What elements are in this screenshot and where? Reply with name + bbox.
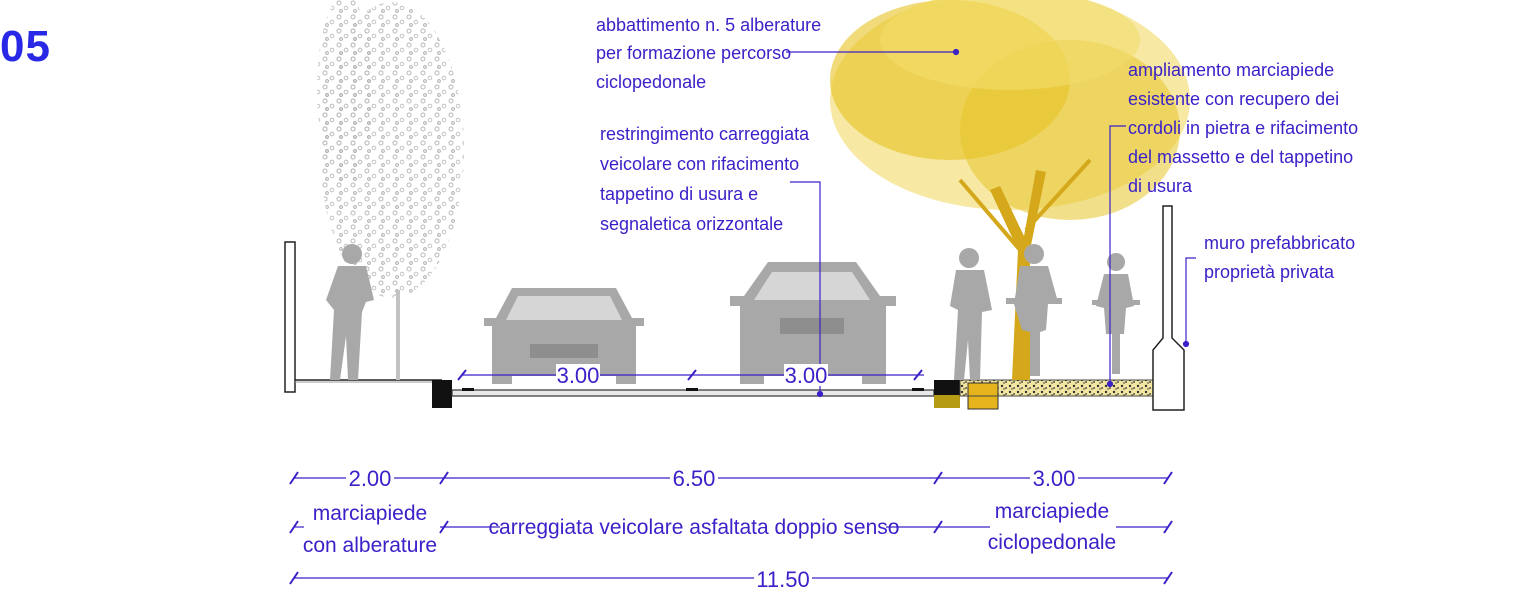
svg-text:tappetino di usura e: tappetino di usura e (600, 184, 758, 204)
precast-wall (1152, 205, 1185, 411)
lane-left-dimension: 3.00 (557, 363, 600, 388)
svg-text:cordoli in pietra e rifaciment: cordoli in pietra e rifacimento (1128, 118, 1358, 138)
total-dimension: 11.50 (756, 567, 809, 592)
cyclist-2-icon (1092, 253, 1140, 374)
cyclist-1-icon (1006, 244, 1062, 376)
leader-lines (786, 48, 1196, 398)
total-dimension-line (289, 571, 1173, 585)
svg-text:proprietà privata: proprietà privata (1204, 262, 1335, 282)
car-right-icon (730, 262, 896, 384)
pedestrian-left-icon (326, 244, 374, 380)
svg-text:del massetto e del tappetino: del massetto e del tappetino (1128, 147, 1353, 167)
label-row (289, 520, 1173, 534)
svg-text:esistente con recupero dei: esistente con recupero dei (1128, 89, 1339, 109)
svg-text:di usura: di usura (1128, 176, 1193, 196)
svg-text:segnaletica orizzontale: segnaletica orizzontale (600, 214, 783, 234)
label-carriageway: carreggiata veicolare asfaltata doppio s… (489, 516, 900, 539)
svg-text:abbattimento n. 5 alberature: abbattimento n. 5 alberature (596, 15, 821, 35)
note-carriageway: restringimento carreggiata veicolare con… (600, 124, 810, 234)
carriageway-dimension: 6.50 (673, 466, 716, 491)
svg-text:per formazione percorso: per formazione percorso (596, 43, 791, 63)
svg-text:ampliamento marciapiede: ampliamento marciapiede (1128, 60, 1334, 80)
ground-structure (284, 205, 1185, 411)
note-sidewalk-widening: ampliamento marciapiede esistente con re… (1128, 60, 1358, 196)
tree-left-icon (317, 0, 464, 380)
label-cycle-path-line2: ciclopedonale (988, 531, 1116, 554)
left-curb (432, 380, 452, 408)
svg-text:ciclopedonale: ciclopedonale (596, 72, 706, 92)
label-sidewalk-left-line2: con alberature (303, 534, 437, 557)
label-sidewalk-left-line1: marciapiede (313, 502, 427, 525)
label-cycle-path-line1: marciapiede (995, 500, 1109, 523)
note-wall: muro prefabbricato proprietà privata (1204, 233, 1355, 282)
section-number: 05 (0, 22, 51, 71)
cycle-path-dimension: 3.00 (1033, 466, 1076, 491)
dimension-row (289, 471, 1173, 485)
lane-dimension-lines (457, 369, 924, 381)
svg-text:restringimento carreggiata: restringimento carreggiata (600, 124, 810, 144)
pedestrian-right-icon (950, 248, 992, 380)
svg-text:muro prefabbricato: muro prefabbricato (1204, 233, 1355, 253)
car-left-icon (484, 288, 644, 384)
svg-text:veicolare con rifacimento: veicolare con rifacimento (600, 154, 799, 174)
lane-right-dimension: 3.00 (785, 363, 828, 388)
sidewalk-left-dimension: 2.00 (349, 466, 392, 491)
note-tree-removal: abbattimento n. 5 alberature per formazi… (596, 15, 821, 92)
